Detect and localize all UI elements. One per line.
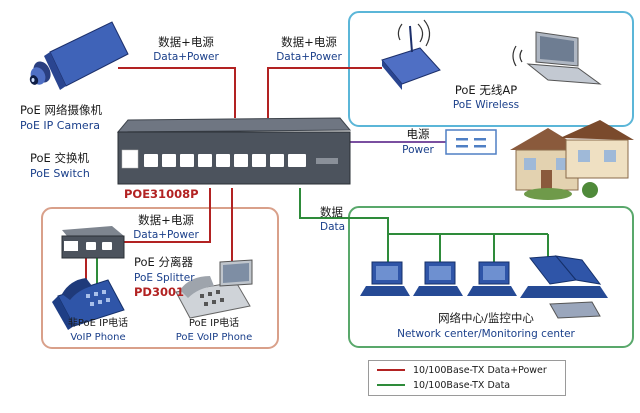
switch-en-label: PoE Switch xyxy=(30,167,90,180)
legend-swatch xyxy=(377,369,405,371)
splitter-cn-label: PoE 分离器 xyxy=(134,255,193,269)
power-outlet-icon xyxy=(445,129,497,155)
poe-phone-cn-label: PoE IP电话 xyxy=(188,318,240,329)
link1-en-label: Data+Power xyxy=(153,51,219,63)
phone-icon xyxy=(52,278,125,330)
camera-icon xyxy=(29,21,129,90)
center-frame xyxy=(348,206,634,348)
wireless-cn-label: PoE 无线AP xyxy=(454,83,518,97)
splitter-model-label: PD3001 xyxy=(134,285,184,299)
switch-icon xyxy=(116,117,352,185)
poe-phone-en-label: PoE VoIP Phone xyxy=(175,332,253,343)
power-cn-label: 电源 xyxy=(406,127,430,141)
legend-label: 10/100Base-TX Data+Power xyxy=(413,364,547,376)
splitter-frame xyxy=(41,207,279,349)
power-en-label: Power xyxy=(402,144,434,156)
nonpoe-phone-en-label: VoIP Phone xyxy=(70,332,126,343)
poe-phone-icon xyxy=(175,259,253,319)
link1-cn-label: 数据+电源 xyxy=(158,35,214,49)
splitter-icon xyxy=(61,226,125,259)
link3-en-label: Data+Power xyxy=(133,229,199,241)
legend-label: 10/100Base-TX Data xyxy=(413,379,511,391)
line-switch-center xyxy=(299,188,389,234)
house-icon xyxy=(510,120,634,200)
camera-cn-label: PoE 网络摄像机 xyxy=(20,103,102,117)
legend-item-data: 10/100Base-TX Data xyxy=(377,378,510,392)
wireless-router-icon xyxy=(381,19,441,90)
data-cn-label: 数据 xyxy=(320,205,343,219)
legend-swatch xyxy=(377,384,405,386)
legend: 10/100Base-TX Data+Power 10/100Base-TX D… xyxy=(368,360,566,396)
switch-model-label: POE31008P xyxy=(124,187,199,201)
link2-en-label: Data+Power xyxy=(276,51,342,63)
center-cn-label: 网络中心/监控中心 xyxy=(438,311,534,325)
line-switch-splitter xyxy=(124,188,211,243)
computer-icon xyxy=(360,261,410,296)
link3-cn-label: 数据+电源 xyxy=(138,213,194,227)
switch-cn-label: PoE 交换机 xyxy=(30,151,89,165)
center-en-label: Network center/Monitoring center xyxy=(397,328,575,340)
camera-en-label: PoE IP Camera xyxy=(20,119,100,132)
server-icon xyxy=(520,255,608,319)
wireless-en-label: PoE Wireless xyxy=(452,99,520,111)
link2-cn-label: 数据+电源 xyxy=(281,35,337,49)
laptop-icon xyxy=(512,31,602,85)
computer-icon xyxy=(413,261,463,296)
legend-item-data-power: 10/100Base-TX Data+Power xyxy=(377,363,547,377)
splitter-en-label: PoE Splitter xyxy=(134,272,195,284)
data-en-label: Data xyxy=(320,221,346,233)
nonpoe-phone-cn-label: 非PoE IP电话 xyxy=(67,318,129,329)
line-switch-ap xyxy=(267,67,382,118)
line-camera-switch xyxy=(118,67,236,118)
computer-icon xyxy=(467,261,517,296)
